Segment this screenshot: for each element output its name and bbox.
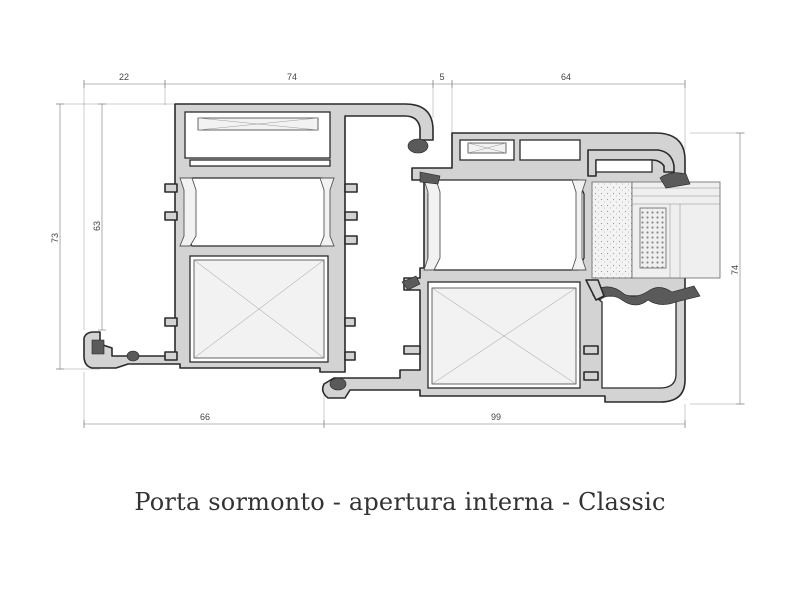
dim-label-99: 99 — [491, 412, 501, 422]
dim-label-64: 64 — [561, 72, 571, 82]
dim-label-63: 63 — [92, 221, 102, 231]
dim-label-22: 22 — [119, 72, 129, 82]
glazing-panel — [585, 149, 721, 306]
dim-label-73: 73 — [50, 233, 60, 243]
drawing-caption: Porta sormonto - apertura interna - Clas… — [134, 488, 666, 516]
dim-label-66: 66 — [200, 412, 210, 422]
frame-profile-left — [83, 103, 434, 373]
dim-label-74-right: 74 — [730, 265, 740, 275]
dim-label-74-top: 74 — [287, 72, 297, 82]
dim-label-5: 5 — [439, 72, 444, 82]
dimension-lines — [56, 80, 745, 428]
